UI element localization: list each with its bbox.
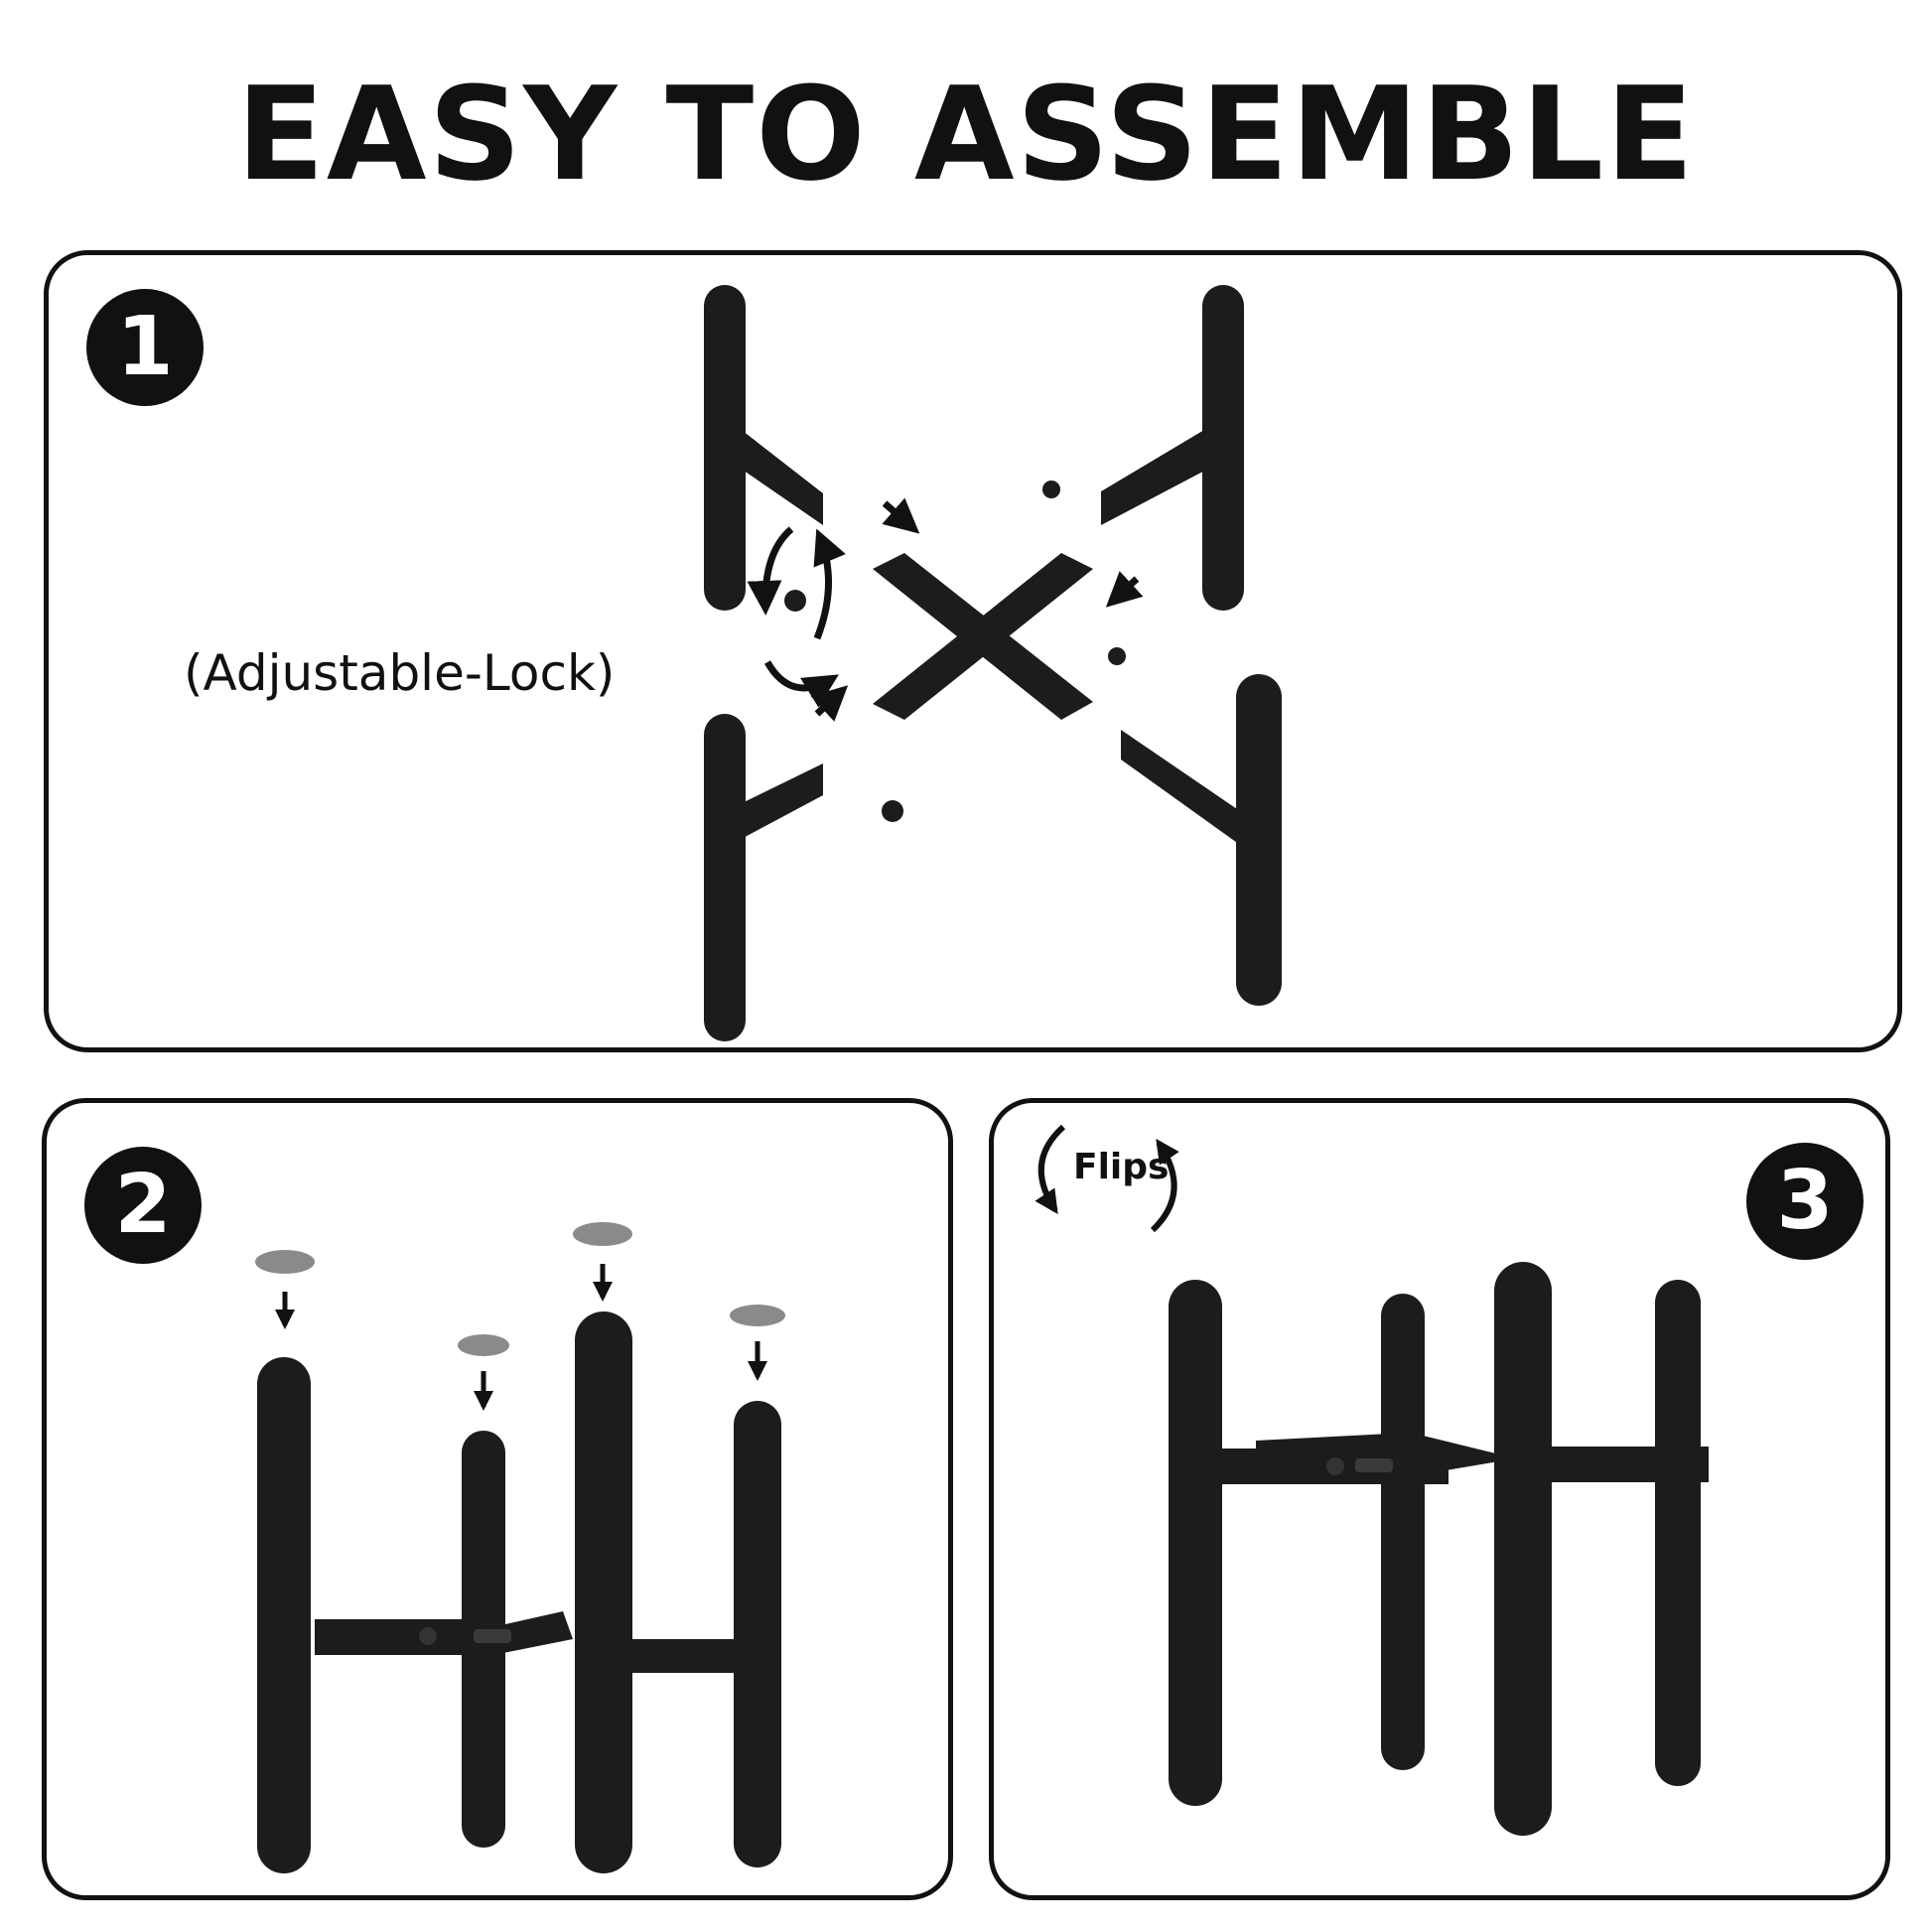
rotate-arrow-2 (813, 528, 846, 640)
foot-pad-3 (573, 1222, 632, 1246)
foot-pads-illustration (255, 1222, 785, 1873)
rotate-arrow-1 (747, 526, 794, 616)
flip-arrow-left (1035, 1124, 1066, 1214)
leg-top-right (1202, 285, 1244, 611)
cross-connector-bar-b (873, 553, 1093, 720)
arm-top-left (734, 424, 823, 525)
step-2-panel: 2 (42, 1098, 953, 1900)
screw-3 (1108, 647, 1126, 665)
leg-bottom-left (704, 714, 746, 1041)
insert-arrow-1 (882, 497, 920, 534)
insert-arrow-3 (810, 685, 849, 722)
screw-1 (1042, 481, 1060, 498)
screw-2 (784, 590, 806, 612)
lock-screw (1326, 1457, 1344, 1475)
screw-4 (882, 800, 903, 822)
leg-2 (1381, 1294, 1425, 1770)
adjustable-lock-caption: (Adjustable-Lock) (184, 644, 616, 702)
arm-bottom-left (734, 763, 823, 843)
step-3-panel: 3 Flips (989, 1098, 1890, 1900)
leg-3 (575, 1311, 632, 1873)
leg-4 (1655, 1280, 1701, 1786)
insert-arrow-2 (1105, 571, 1144, 608)
step-1-badge: 1 (86, 289, 204, 406)
foot-pad-2 (458, 1334, 509, 1356)
step-2-badge: 2 (84, 1147, 202, 1264)
foot-pad-4 (730, 1305, 785, 1326)
arm-bottom-right (1121, 730, 1240, 845)
leg-1 (1169, 1280, 1222, 1806)
flips-label: Flips (1073, 1147, 1170, 1187)
lock-slot (1355, 1458, 1393, 1472)
page-title: EASY TO ASSEMBLE (236, 59, 1696, 209)
leg-1 (257, 1357, 311, 1873)
assembled-stand-illustration (1035, 1124, 1709, 1836)
crossbar-back (483, 1611, 573, 1655)
lock-slot (474, 1629, 511, 1643)
leg-top-left (704, 285, 746, 611)
exploded-parts-illustration (704, 285, 1282, 1041)
leg-3 (1494, 1262, 1552, 1836)
foot-pad-1 (255, 1250, 315, 1274)
step-3-badge: 3 (1746, 1143, 1863, 1260)
flip-arrow-right (1150, 1139, 1179, 1233)
rotate-arrow-3 (763, 660, 839, 708)
leg-4 (734, 1401, 781, 1867)
lock-screw (419, 1627, 437, 1645)
step-1-panel: 1 (Adjustable-Lock) (44, 250, 1902, 1052)
arm-top-right (1101, 424, 1214, 525)
leg-bottom-right (1236, 674, 1282, 1006)
